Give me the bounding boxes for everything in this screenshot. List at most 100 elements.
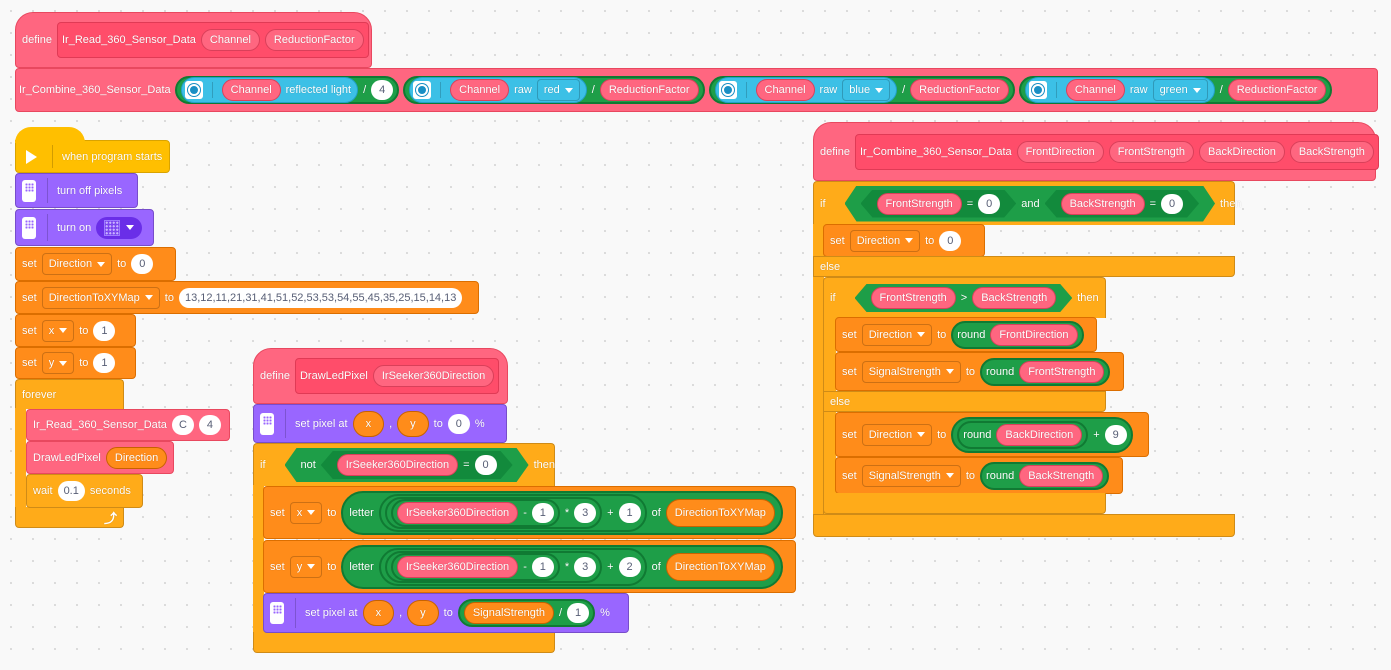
port-param[interactable]: Channel — [221, 79, 281, 101]
equals-operator[interactable]: FrontStrength = 0 — [861, 190, 1017, 218]
minus-operator[interactable]: IrSeeker360Direction - 1 — [390, 552, 560, 581]
value-input[interactable]: 0 — [131, 254, 154, 274]
y-variable[interactable]: y — [407, 600, 439, 626]
value-input[interactable]: 3 — [574, 502, 597, 523]
color-dropdown[interactable]: red — [536, 79, 580, 101]
map-variable[interactable]: DirectionToXYMap — [665, 552, 775, 581]
plus-operator[interactable]: IrSeeker360Direction - 1 * 3 + 1 — [378, 493, 647, 532]
back-strength-param[interactable]: BackStrength — [972, 287, 1056, 309]
reduction-factor-param[interactable]: ReductionFactor — [1227, 79, 1327, 101]
brightness-input[interactable]: 0 — [447, 413, 470, 434]
define-ir-read-hat[interactable]: define Ir_Read_360_Sensor_Data Channel R… — [15, 12, 372, 68]
inner-if-else-block[interactable]: if FrontStrength > BackStrength then — [823, 277, 1106, 318]
set-pixel-block[interactable]: set pixel at x , y to 0 % — [253, 404, 507, 443]
turn-off-pixels-block[interactable]: turn off pixels — [15, 173, 138, 208]
back-strength-param[interactable]: BackStrength — [1061, 193, 1145, 215]
color-dropdown[interactable]: green — [1152, 79, 1208, 101]
letter-of-operator[interactable]: letter IrSeeker360Direction - 1 * 3 + 1 … — [341, 490, 783, 535]
value-input[interactable]: 0 — [475, 455, 497, 475]
back-direction-param[interactable]: BackDirection — [996, 423, 1083, 446]
back-strength-param[interactable]: BackStrength — [1019, 464, 1104, 487]
define-ir-combine-hat[interactable]: define Ir_Combine_360_Sensor_Data FrontD… — [813, 122, 1379, 181]
map-variable[interactable]: DirectionToXYMap — [665, 498, 775, 527]
times-operator[interactable]: IrSeeker360Direction - 1 * 3 — [384, 496, 603, 529]
x-variable[interactable]: x — [362, 600, 395, 626]
set-map-block[interactable]: set DirectionToXYMap to 13,12,11,21,31,4… — [15, 281, 479, 314]
set-direction-front-block[interactable]: set Direction to round FrontDirection — [835, 317, 1097, 352]
set-direction-zero-block[interactable]: set Direction to 0 — [823, 224, 985, 257]
value-input[interactable]: 1 — [531, 556, 554, 577]
value-input[interactable]: 1 — [618, 502, 641, 523]
value-input[interactable]: 0 — [1161, 194, 1183, 214]
set-direction-block[interactable]: set Direction to 0 — [15, 247, 176, 281]
signal-strength-variable[interactable]: SignalStrength — [463, 602, 555, 624]
variable-dropdown[interactable]: x — [41, 319, 75, 342]
plus-operator[interactable]: round BackDirection + 9 — [951, 416, 1133, 453]
value-input[interactable]: 2 — [618, 556, 641, 577]
param-back-direction[interactable]: BackDirection — [1198, 140, 1285, 163]
call-draw-led-block[interactable]: DrawLedPixel Direction — [26, 441, 174, 474]
define-draw-led-hat[interactable]: define DrawLedPixel IrSeeker360Direction — [253, 348, 508, 404]
pixel-matrix-picker[interactable] — [96, 216, 143, 239]
if-else-block[interactable]: if FrontStrength = 0 and BackStrength = … — [813, 181, 1241, 225]
variable-dropdown[interactable]: Direction — [861, 423, 933, 446]
param-reduction-factor[interactable]: ReductionFactor — [264, 29, 364, 51]
front-strength-param[interactable]: FrontStrength — [871, 287, 956, 309]
divide-operator[interactable]: Channel raw red / ReductionFactor — [403, 76, 705, 104]
port-param[interactable]: Channel — [450, 79, 510, 101]
divide-operator[interactable]: SignalStrength / 1 — [457, 599, 596, 627]
equals-operator[interactable]: IrSeeker360Direction = 0 — [321, 451, 513, 479]
value-input[interactable]: 0 — [939, 230, 962, 251]
variable-dropdown[interactable]: Direction — [849, 229, 921, 252]
value-input[interactable]: 1 — [531, 502, 554, 523]
plus-operator[interactable]: IrSeeker360Direction - 1 * 3 + 2 — [378, 547, 647, 586]
front-strength-param[interactable]: FrontStrength — [877, 193, 962, 215]
set-y-block[interactable]: set y to 1 — [15, 347, 136, 379]
set-x-letter-block[interactable]: set x to letter IrSeeker360Direction - 1… — [263, 486, 796, 539]
value-input[interactable]: 0 — [978, 194, 1000, 214]
set-pixel-signal-block[interactable]: set pixel at x , y to SignalStrength / 1… — [263, 593, 629, 633]
variable-dropdown[interactable]: x — [289, 501, 323, 524]
value-input[interactable]: 9 — [1104, 424, 1127, 445]
value-input[interactable]: 1 — [93, 353, 116, 373]
equals-operator[interactable]: BackStrength = 0 — [1045, 190, 1199, 218]
greater-than-operator[interactable]: FrontStrength > BackStrength — [855, 284, 1073, 312]
port-param[interactable]: Channel — [755, 79, 815, 101]
raw-color-reporter[interactable]: Channel raw green — [1024, 77, 1215, 103]
value-input[interactable]: 1 — [93, 320, 116, 341]
wait-block[interactable]: wait 0.1 seconds — [26, 474, 143, 508]
raw-color-reporter[interactable]: Channel raw blue — [714, 77, 898, 103]
param-front-direction[interactable]: FrontDirection — [1016, 140, 1104, 163]
seconds-input[interactable]: 0.1 — [57, 481, 85, 501]
letter-of-operator[interactable]: letter IrSeeker360Direction - 1 * 3 + 2 … — [341, 544, 783, 589]
raw-color-reporter[interactable]: Channel raw red — [409, 77, 587, 103]
round-operator[interactable]: round BackDirection — [957, 420, 1089, 449]
minus-operator[interactable]: IrSeeker360Direction - 1 — [390, 498, 560, 527]
value-input[interactable]: 3 — [574, 556, 597, 577]
port-param[interactable]: Channel — [1065, 79, 1125, 101]
round-operator[interactable]: round FrontDirection — [951, 320, 1084, 349]
factor-input[interactable]: 4 — [198, 415, 221, 435]
set-signal-front-block[interactable]: set SignalStrength to round FrontStrengt… — [835, 352, 1124, 391]
forever-block[interactable]: forever — [15, 379, 124, 409]
channel-input[interactable]: C — [171, 415, 194, 435]
round-operator[interactable]: round BackStrength — [980, 461, 1110, 490]
divisor-input[interactable]: 1 — [567, 603, 590, 623]
call-ir-read-block[interactable]: Ir_Read_360_Sensor_Data C 4 — [26, 409, 230, 441]
variable-dropdown[interactable]: DirectionToXYMap — [41, 286, 160, 309]
turn-on-block[interactable]: turn on — [15, 209, 154, 246]
x-variable[interactable]: x — [352, 410, 385, 437]
color-dropdown[interactable]: blue — [842, 79, 891, 101]
set-y-letter-block[interactable]: set y to letter IrSeeker360Direction - 1… — [263, 540, 796, 593]
variable-dropdown[interactable]: SignalStrength — [861, 360, 961, 383]
and-operator[interactable]: FrontStrength = 0 and BackStrength = 0 — [845, 186, 1216, 222]
front-direction-param[interactable]: FrontDirection — [990, 323, 1078, 346]
if-block[interactable]: if not IrSeeker360Direction = 0 then — [253, 443, 555, 486]
param-direction[interactable]: IrSeeker360Direction — [372, 365, 495, 387]
set-signal-back-block[interactable]: set SignalStrength to round BackStrength — [835, 457, 1123, 494]
set-x-block[interactable]: set x to 1 — [15, 314, 136, 347]
reduction-factor-param[interactable]: ReductionFactor — [599, 79, 699, 101]
reduction-factor-param[interactable]: ReductionFactor — [910, 79, 1009, 101]
value-input[interactable]: 13,12,11,21,31,41,51,52,53,53,54,55,45,3… — [178, 287, 463, 308]
direction-variable[interactable]: Direction — [105, 446, 168, 469]
